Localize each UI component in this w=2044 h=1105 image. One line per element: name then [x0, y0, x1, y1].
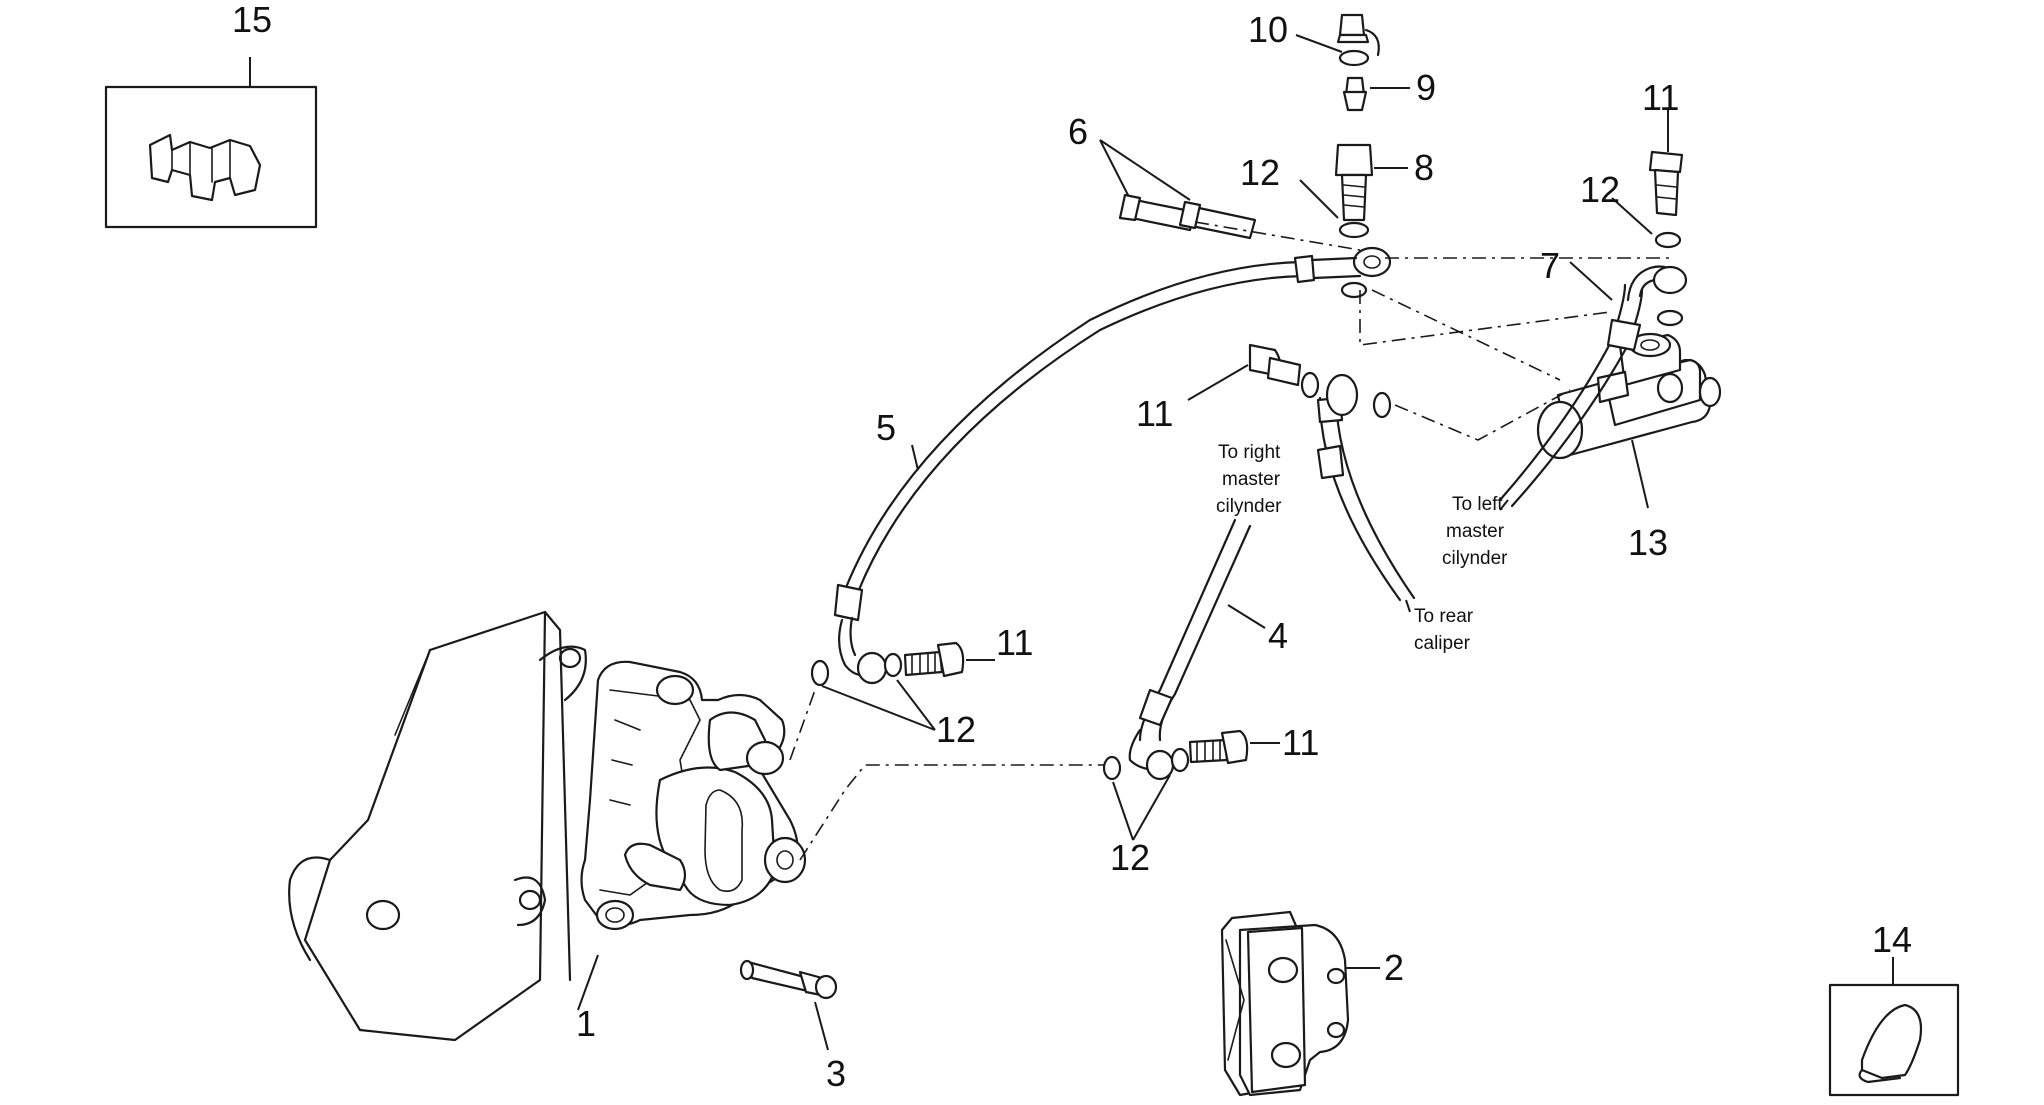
leader-12 [1112, 774, 1171, 841]
leader-4 [1227, 604, 1266, 629]
callout-4: 4 [1268, 615, 1288, 656]
fork-leg [288, 610, 587, 1042]
bleed-screw [1334, 13, 1380, 239]
banjo-bolt [1188, 729, 1249, 765]
flow-line [1371, 289, 1561, 381]
callout-12-caliper: 12 [936, 709, 976, 750]
leader-13 [1631, 439, 1649, 509]
svg-text:To right: To right [1218, 442, 1281, 463]
hose-clamp-box [1828, 983, 1960, 1097]
sealing-washer [883, 652, 903, 678]
svg-text:caliper: caliper [1414, 633, 1471, 654]
leader-5 [911, 444, 919, 471]
note-rear-caliper: To rear caliper [1414, 606, 1474, 654]
banjo-bolt [903, 641, 965, 678]
caliper-bolt [739, 959, 838, 1000]
brake-hose-7 [1498, 265, 1688, 508]
sealing-washer [1372, 391, 1392, 419]
brake-pads [1220, 910, 1350, 1097]
callout-8: 8 [1414, 147, 1434, 188]
flow-line [1359, 290, 1611, 346]
sealing-washer [1102, 755, 1122, 781]
leader-12 [821, 679, 936, 731]
note-right-master: To right master cilynder [1216, 442, 1282, 517]
banjo-bolt [1648, 150, 1684, 217]
hose-clip-box [104, 85, 318, 229]
callout-11-right: 11 [1282, 722, 1319, 763]
flow-line [799, 764, 1120, 861]
svg-text:master: master [1446, 521, 1505, 542]
leader-left [1499, 499, 1509, 511]
brake-caliper [580, 660, 807, 931]
callout-15: 15 [232, 0, 272, 40]
leader-rear [1405, 599, 1411, 613]
svg-text:cilynder: cilynder [1216, 496, 1282, 517]
svg-text:master: master [1222, 469, 1281, 490]
sealing-washer [810, 659, 830, 687]
callout-2: 2 [1384, 947, 1404, 988]
sealing-washer [1654, 231, 1682, 249]
callout-14: 14 [1872, 919, 1912, 960]
leader-10 [1295, 34, 1343, 53]
note-left-master: To left master cilynder [1442, 494, 1508, 569]
brake-hose-5 [833, 246, 1392, 685]
bolts-6 [1118, 193, 1257, 240]
sealing-washer [1170, 747, 1190, 773]
rear-brake-hose [1316, 373, 1416, 602]
leader-12 [1611, 197, 1653, 235]
callout-11-caliper: 11 [996, 622, 1033, 663]
callout-10: 10 [1248, 9, 1288, 50]
leader-6 [1099, 139, 1191, 201]
flow-line [789, 689, 816, 761]
flow-line [1394, 389, 1571, 441]
leader-3 [814, 1001, 829, 1051]
callout-1: 1 [576, 1003, 596, 1044]
svg-text:cilynder: cilynder [1442, 548, 1508, 569]
banjo-bolt [1248, 343, 1302, 387]
callout-6: 6 [1068, 111, 1088, 152]
callout-12-right: 12 [1580, 169, 1620, 210]
leader-7 [1569, 261, 1613, 301]
brake-distributor-block [1536, 332, 1722, 460]
leader-12 [1299, 179, 1339, 219]
callout-12-bottom: 12 [1110, 837, 1150, 878]
callout-12-top: 12 [1240, 152, 1280, 193]
callout-13: 13 [1628, 522, 1668, 563]
callout-5: 5 [876, 407, 896, 448]
callout-7: 7 [1540, 245, 1560, 286]
callout-11-top: 11 [1642, 77, 1679, 118]
svg-text:To rear: To rear [1414, 606, 1474, 627]
sealing-washer [1300, 371, 1320, 399]
callout-3: 3 [826, 1053, 846, 1094]
callout-9: 9 [1416, 67, 1436, 108]
leader-11 [1187, 364, 1249, 401]
leader-1 [577, 954, 599, 1011]
callout-11-middle: 11 [1136, 393, 1173, 434]
sealing-washer [1340, 281, 1368, 299]
svg-text:To left: To left [1452, 494, 1503, 515]
